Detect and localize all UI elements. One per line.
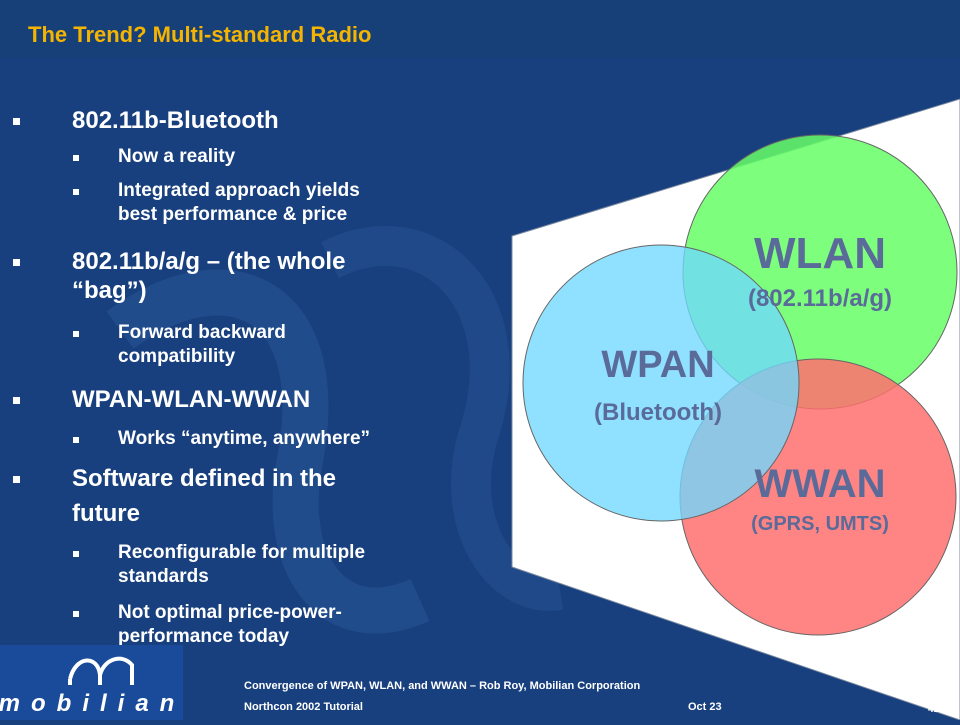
sub-bullet-text: compatibility	[118, 346, 236, 367]
logo-graphic: mobilian	[0, 645, 183, 720]
bullet-square-icon	[13, 259, 20, 266]
footer-credit: Convergence of WPAN, WLAN, and WWAN – Ro…	[244, 680, 641, 692]
bullet-square-icon	[73, 551, 79, 557]
wwan-label: WWAN	[754, 462, 885, 506]
wpan-circle	[522, 244, 800, 522]
footer-event: Northcon 2002 Tutorial	[244, 701, 363, 713]
mobilian-logo: mobilian	[0, 645, 183, 720]
sub-bullet-text: standards	[118, 566, 209, 587]
wlan-label: WLAN	[754, 229, 886, 278]
svg-text:mobilian: mobilian	[0, 690, 183, 717]
bullet-square-icon	[73, 611, 79, 617]
title-bar: The Trend? Multi-standard Radio	[0, 0, 960, 58]
sub-bullet-not-optimal: Not optimal price-power-	[73, 602, 342, 624]
sub-bullet-text: performance today	[118, 626, 290, 647]
bullet-software-defined-cont: future	[72, 499, 140, 528]
sub-bullet-text: Integrated approach yields	[118, 180, 360, 201]
footer-date: Oct 23	[688, 701, 722, 713]
wlan-sublabel: (802.11b/a/g)	[748, 285, 892, 312]
bullet-text: 802.11b-Bluetooth	[72, 107, 279, 134]
bullet-square-icon	[73, 155, 79, 161]
bullet-square-icon	[73, 189, 79, 195]
bullet-wpan-wlan-wwan: WPAN-WLAN-WWAN	[13, 385, 311, 414]
bullet-text: WPAN-WLAN-WWAN	[72, 386, 311, 413]
sub-bullet-reconfigurable-cont: standards	[118, 566, 209, 588]
bullet-text: “bag”)	[72, 277, 147, 304]
sub-bullet-forward-backward-cont: compatibility	[118, 346, 235, 368]
sub-bullet-forward-backward: Forward backward	[73, 322, 286, 344]
wpan-sublabel: (Bluetooth)	[594, 399, 722, 426]
sub-bullet-anytime-anywhere: Works “anytime, anywhere”	[73, 428, 371, 450]
bullet-802-11bag-cont: “bag”)	[72, 276, 147, 305]
sub-bullet-reconfigurable: Reconfigurable for multiple	[73, 542, 366, 564]
bullet-802-11b-bluetooth: 802.11b-Bluetooth	[13, 106, 279, 135]
sub-bullet-text: Not optimal price-power-	[118, 602, 342, 623]
bullet-text: 802.11b/a/g – (the whole	[72, 248, 346, 275]
sub-bullet-text: Now a reality	[118, 146, 236, 167]
bullet-list: 802.11b-Bluetooth Now a reality Integrat…	[0, 0, 500, 660]
bullet-software-defined: Software defined in the	[13, 464, 337, 493]
sub-bullet-not-optimal-cont: performance today	[118, 626, 289, 648]
sub-bullet-text: best performance & price	[118, 204, 348, 225]
wwan-sublabel: (GPRS, UMTS)	[751, 513, 889, 535]
bullet-square-icon	[13, 397, 20, 404]
bullet-square-icon	[13, 118, 20, 125]
bullet-802-11bag: 802.11b/a/g – (the whole	[13, 247, 346, 276]
sub-bullet-text: Reconfigurable for multiple	[118, 542, 366, 563]
bullet-square-icon	[73, 437, 79, 443]
sub-bullet-integrated-approach-cont: best performance & price	[118, 204, 347, 226]
page-number: 41	[928, 704, 940, 715]
wpan-label: WPAN	[601, 344, 714, 386]
sub-bullet-integrated-approach: Integrated approach yields	[73, 180, 360, 202]
sub-bullet-now-a-reality: Now a reality	[73, 146, 236, 168]
slide-title: The Trend? Multi-standard Radio	[28, 22, 372, 47]
bullet-square-icon	[73, 331, 79, 337]
sub-bullet-text: Forward backward	[118, 322, 286, 343]
bullet-text: future	[72, 500, 140, 527]
bullet-text: Software defined in the	[72, 465, 337, 492]
bullet-square-icon	[13, 476, 20, 483]
sub-bullet-text: Works “anytime, anywhere”	[118, 428, 371, 449]
